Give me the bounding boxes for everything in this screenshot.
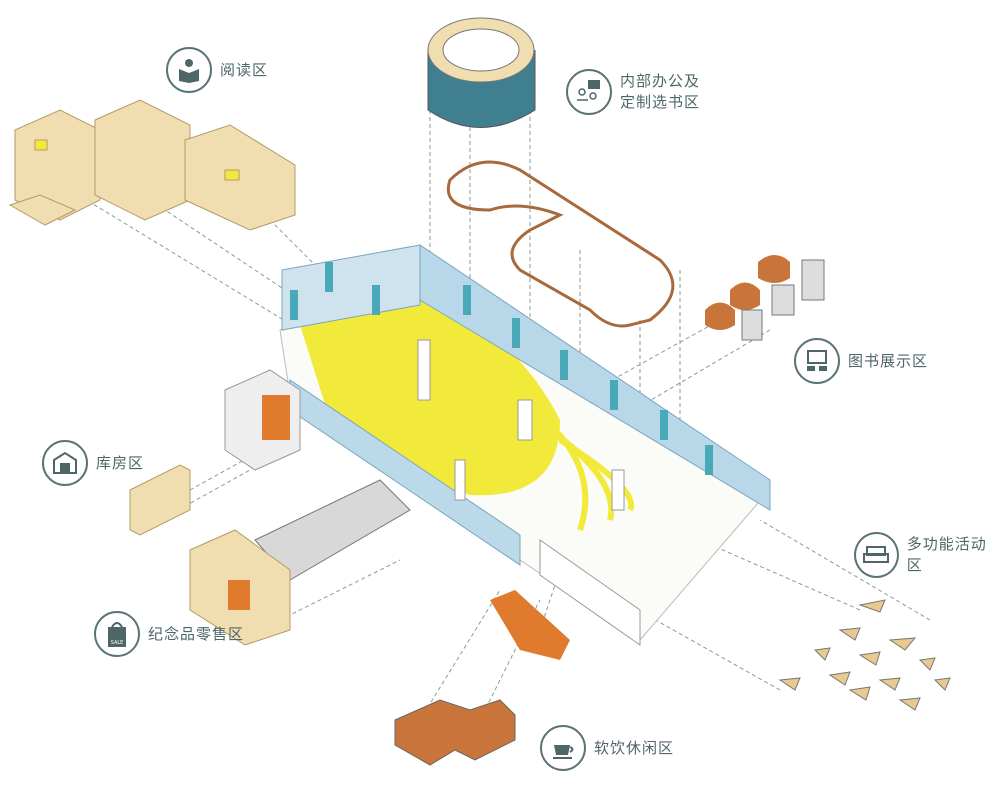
play-furniture xyxy=(490,590,570,660)
display-screen-icon xyxy=(794,338,840,384)
reading-furniture xyxy=(8,99,296,231)
zone-label-office[interactable]: 内部办公及 定制选书区 xyxy=(566,69,700,115)
back-wall-right xyxy=(419,244,771,511)
sofa-icon xyxy=(854,532,899,578)
zone-label-retail[interactable]: SALE 纪念品零售区 xyxy=(94,611,244,657)
reading-person-icon xyxy=(166,47,212,93)
zone-name: 纪念品零售区 xyxy=(148,624,245,643)
zone-name: 阅读区 xyxy=(220,60,269,79)
display-furniture xyxy=(705,255,825,341)
shopping-bag-icon: SALE xyxy=(94,611,140,657)
zone-label-display[interactable]: 图书展示区 xyxy=(794,338,928,384)
storage-shelves xyxy=(129,464,191,536)
cafe-counter xyxy=(394,699,516,766)
zone-label-cafe[interactable]: 软饮休闲区 xyxy=(540,725,674,771)
office-meeting-icon xyxy=(566,69,612,115)
zone-name: 内部办公及 定制选书区 xyxy=(620,72,701,111)
zone-label-reading[interactable]: 阅读区 xyxy=(166,47,268,93)
zone-label-multifunction[interactable]: 多功能活动区 xyxy=(854,532,1000,578)
coffee-cup-icon xyxy=(540,725,586,771)
zone-name: 库房区 xyxy=(96,453,145,472)
activity-tables xyxy=(778,599,951,711)
zone-name: 图书展示区 xyxy=(848,351,929,370)
zone-label-storage[interactable]: 库房区 xyxy=(42,440,144,486)
back-wall-left xyxy=(281,244,421,331)
retail-furniture xyxy=(189,529,291,646)
office-ring xyxy=(427,17,536,128)
track-loop xyxy=(447,160,675,328)
svg-text:SALE: SALE xyxy=(111,640,124,646)
warehouse-icon xyxy=(42,440,88,486)
zone-name: 多功能活动区 xyxy=(906,535,987,574)
zone-name: 软饮休闲区 xyxy=(594,738,675,757)
